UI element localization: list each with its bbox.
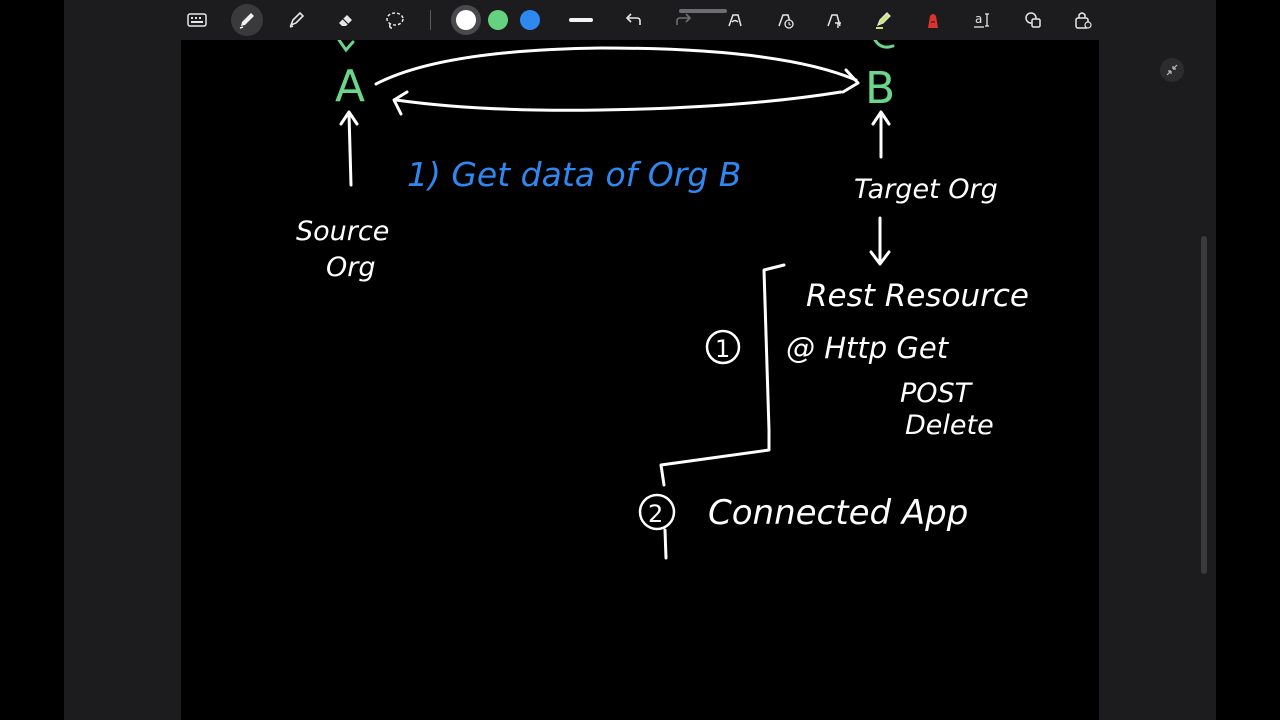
pen-icon[interactable]: [231, 4, 263, 36]
target-arrowhead-icon: [871, 110, 891, 126]
timer-pen-icon[interactable]: [769, 4, 801, 36]
node-a: A: [335, 61, 365, 112]
highlight-pen-icon[interactable]: [867, 4, 899, 36]
lasso-icon[interactable]: [379, 4, 411, 36]
collapse-icon[interactable]: [1160, 58, 1184, 82]
ink-layer: A B 1) Get data of Org B Source Org Targ…: [296, 40, 1029, 560]
marker-1-circle: [705, 329, 741, 365]
source-label-line1: Source: [296, 216, 389, 247]
marker-1: 1: [715, 335, 730, 363]
response-arrow: [394, 90, 843, 112]
target-down-arrowhead-icon: [869, 250, 891, 266]
connected-app-label: Connected App: [708, 493, 968, 533]
shape-pen-icon[interactable]: [719, 4, 751, 36]
text-pen-icon[interactable]: [818, 4, 850, 36]
lock-icon[interactable]: [1067, 4, 1099, 36]
request-arrowhead-icon: [841, 68, 860, 94]
redo-icon[interactable]: [668, 4, 700, 36]
step-1-note: 1) Get data of Org B: [407, 155, 741, 194]
white-color-swatch[interactable]: [456, 10, 476, 30]
arrow-into-a-icon: [337, 40, 355, 53]
green-color-swatch[interactable]: [488, 10, 508, 30]
source-label-line2: Org: [326, 252, 376, 283]
arrow-into-b-icon: [873, 40, 895, 49]
bracket-tail: [663, 528, 668, 560]
source-arrowhead-icon: [339, 110, 359, 126]
response-arrowhead-icon: [392, 90, 409, 116]
bracket-line: [659, 263, 786, 487]
marker-2: 2: [648, 500, 663, 528]
eraser-icon[interactable]: [330, 4, 362, 36]
undo-history-bar: [679, 9, 727, 13]
shapes-icon[interactable]: [1017, 4, 1049, 36]
keyboard-icon[interactable]: [181, 4, 213, 36]
delete-label: Delete: [905, 410, 994, 441]
drawing-toolbar: a: [64, 0, 1216, 40]
undo-icon[interactable]: [617, 4, 649, 36]
http-get-label: @ Http Get: [786, 331, 950, 365]
scrollbar[interactable]: [1201, 236, 1207, 574]
text-box-icon[interactable]: a: [967, 4, 999, 36]
post-label: POST: [900, 378, 974, 409]
marker-2-circle: [638, 493, 676, 531]
toolbar-divider: [430, 10, 431, 30]
text-box-glyph: a: [975, 12, 982, 26]
target-label: Target Org: [854, 174, 998, 205]
rest-resource-label: Rest Resource: [806, 278, 1029, 314]
source-arrow: [347, 112, 353, 187]
stroke-width-icon[interactable]: [565, 4, 597, 36]
red-pen-icon[interactable]: [917, 4, 949, 36]
request-arrow: [374, 46, 858, 86]
highlighter-icon[interactable]: [280, 4, 312, 36]
node-b: B: [865, 63, 895, 114]
blue-color-swatch[interactable]: [520, 10, 540, 30]
drawing-canvas[interactable]: A B 1) Get data of Org B Source Org Targ…: [181, 40, 1099, 720]
